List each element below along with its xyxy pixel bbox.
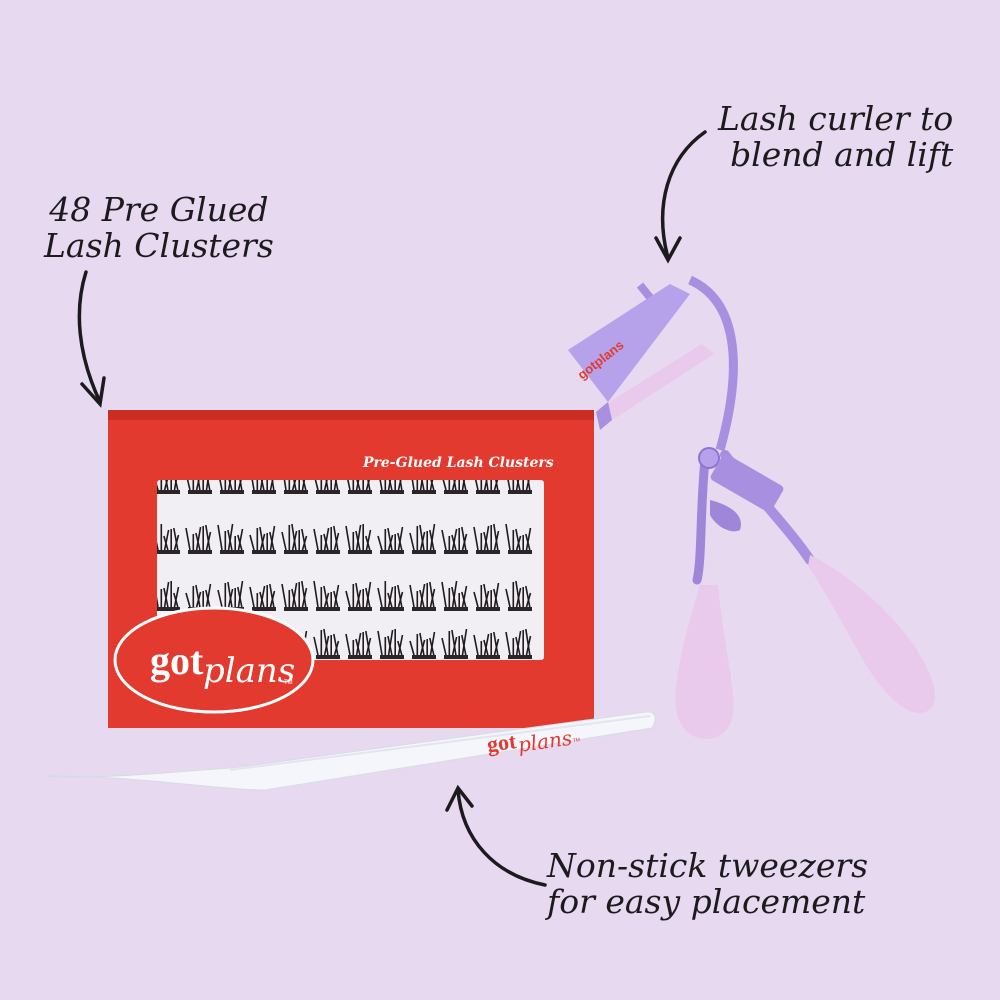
lash-cluster <box>409 581 436 611</box>
lash-cluster <box>473 480 500 494</box>
lash-cluster <box>473 582 500 611</box>
lash-cluster <box>441 480 468 494</box>
lash-cluster <box>377 480 404 494</box>
lash-cluster <box>473 631 500 659</box>
lash-cluster <box>185 480 212 494</box>
box-brand-got: got <box>150 638 204 683</box>
arrow-curler-icon <box>654 130 707 264</box>
lash-cluster <box>377 526 404 554</box>
lash-cluster <box>313 628 340 659</box>
box-trademark: TM <box>284 680 293 686</box>
callout-lash-curler-line2: blend and lift <box>730 135 954 174</box>
lash-cluster <box>409 480 436 494</box>
lash-cluster <box>377 581 404 611</box>
lash-cluster <box>345 524 372 554</box>
lash-curler: gotplans <box>568 275 935 739</box>
lash-cluster <box>185 524 212 554</box>
lash-cluster <box>505 523 532 554</box>
lash-cluster <box>281 580 308 611</box>
lash-box: Pre-Glued Lash Clusters got plans TM <box>108 410 594 728</box>
callout-tweezers: Non-stick tweezers for easy placement <box>547 848 868 920</box>
lash-cluster <box>313 525 340 554</box>
lash-cluster <box>345 630 372 659</box>
lash-cluster <box>441 580 468 611</box>
callout-lash-clusters: 48 Pre Glued Lash Clusters <box>44 192 274 264</box>
callout-tweezers-line2: for easy placement <box>547 882 866 921</box>
lash-cluster <box>217 523 244 554</box>
lash-cluster <box>441 628 468 659</box>
lash-cluster <box>473 523 500 554</box>
box-brand-plans: plans <box>203 651 295 691</box>
lash-cluster <box>157 524 180 554</box>
box-logo-oval <box>113 606 315 714</box>
lash-cluster <box>345 581 372 611</box>
lash-cluster <box>157 581 180 611</box>
lash-cluster <box>505 580 532 611</box>
callout-lash-clusters-line2: Lash Clusters <box>44 226 274 265</box>
lash-cluster <box>409 631 436 659</box>
lash-cluster <box>217 480 244 494</box>
lash-cluster <box>377 629 404 659</box>
lash-cluster <box>157 480 180 494</box>
box-product-title: Pre-Glued Lash Clusters <box>362 455 554 471</box>
callout-lash-curler-line1: Lash curler to <box>718 99 954 138</box>
callout-tweezers-line1: Non-stick tweezers <box>547 846 869 885</box>
arrow-clusters-icon <box>77 270 106 408</box>
tweezers-brand-got: got <box>485 728 518 757</box>
callout-lash-curler: Lash curler to blend and lift <box>718 101 953 173</box>
lash-cluster <box>249 480 276 494</box>
lash-cluster <box>505 480 532 494</box>
lash-cluster <box>249 583 276 611</box>
lash-cluster <box>313 480 340 494</box>
tweezers: got plans TM <box>44 711 656 791</box>
lash-cluster <box>249 525 276 554</box>
lash-cluster <box>281 480 308 494</box>
callout-lash-clusters-line1: 48 Pre Glued <box>49 190 269 229</box>
lash-cluster <box>505 628 532 659</box>
lash-cluster <box>441 526 468 554</box>
arrow-tweezers-icon <box>445 784 547 887</box>
lash-cluster <box>313 580 340 611</box>
lash-cluster <box>281 523 308 554</box>
tweezers-trademark: TM <box>572 737 580 744</box>
lash-cluster <box>345 480 372 494</box>
lash-cluster <box>409 523 436 554</box>
